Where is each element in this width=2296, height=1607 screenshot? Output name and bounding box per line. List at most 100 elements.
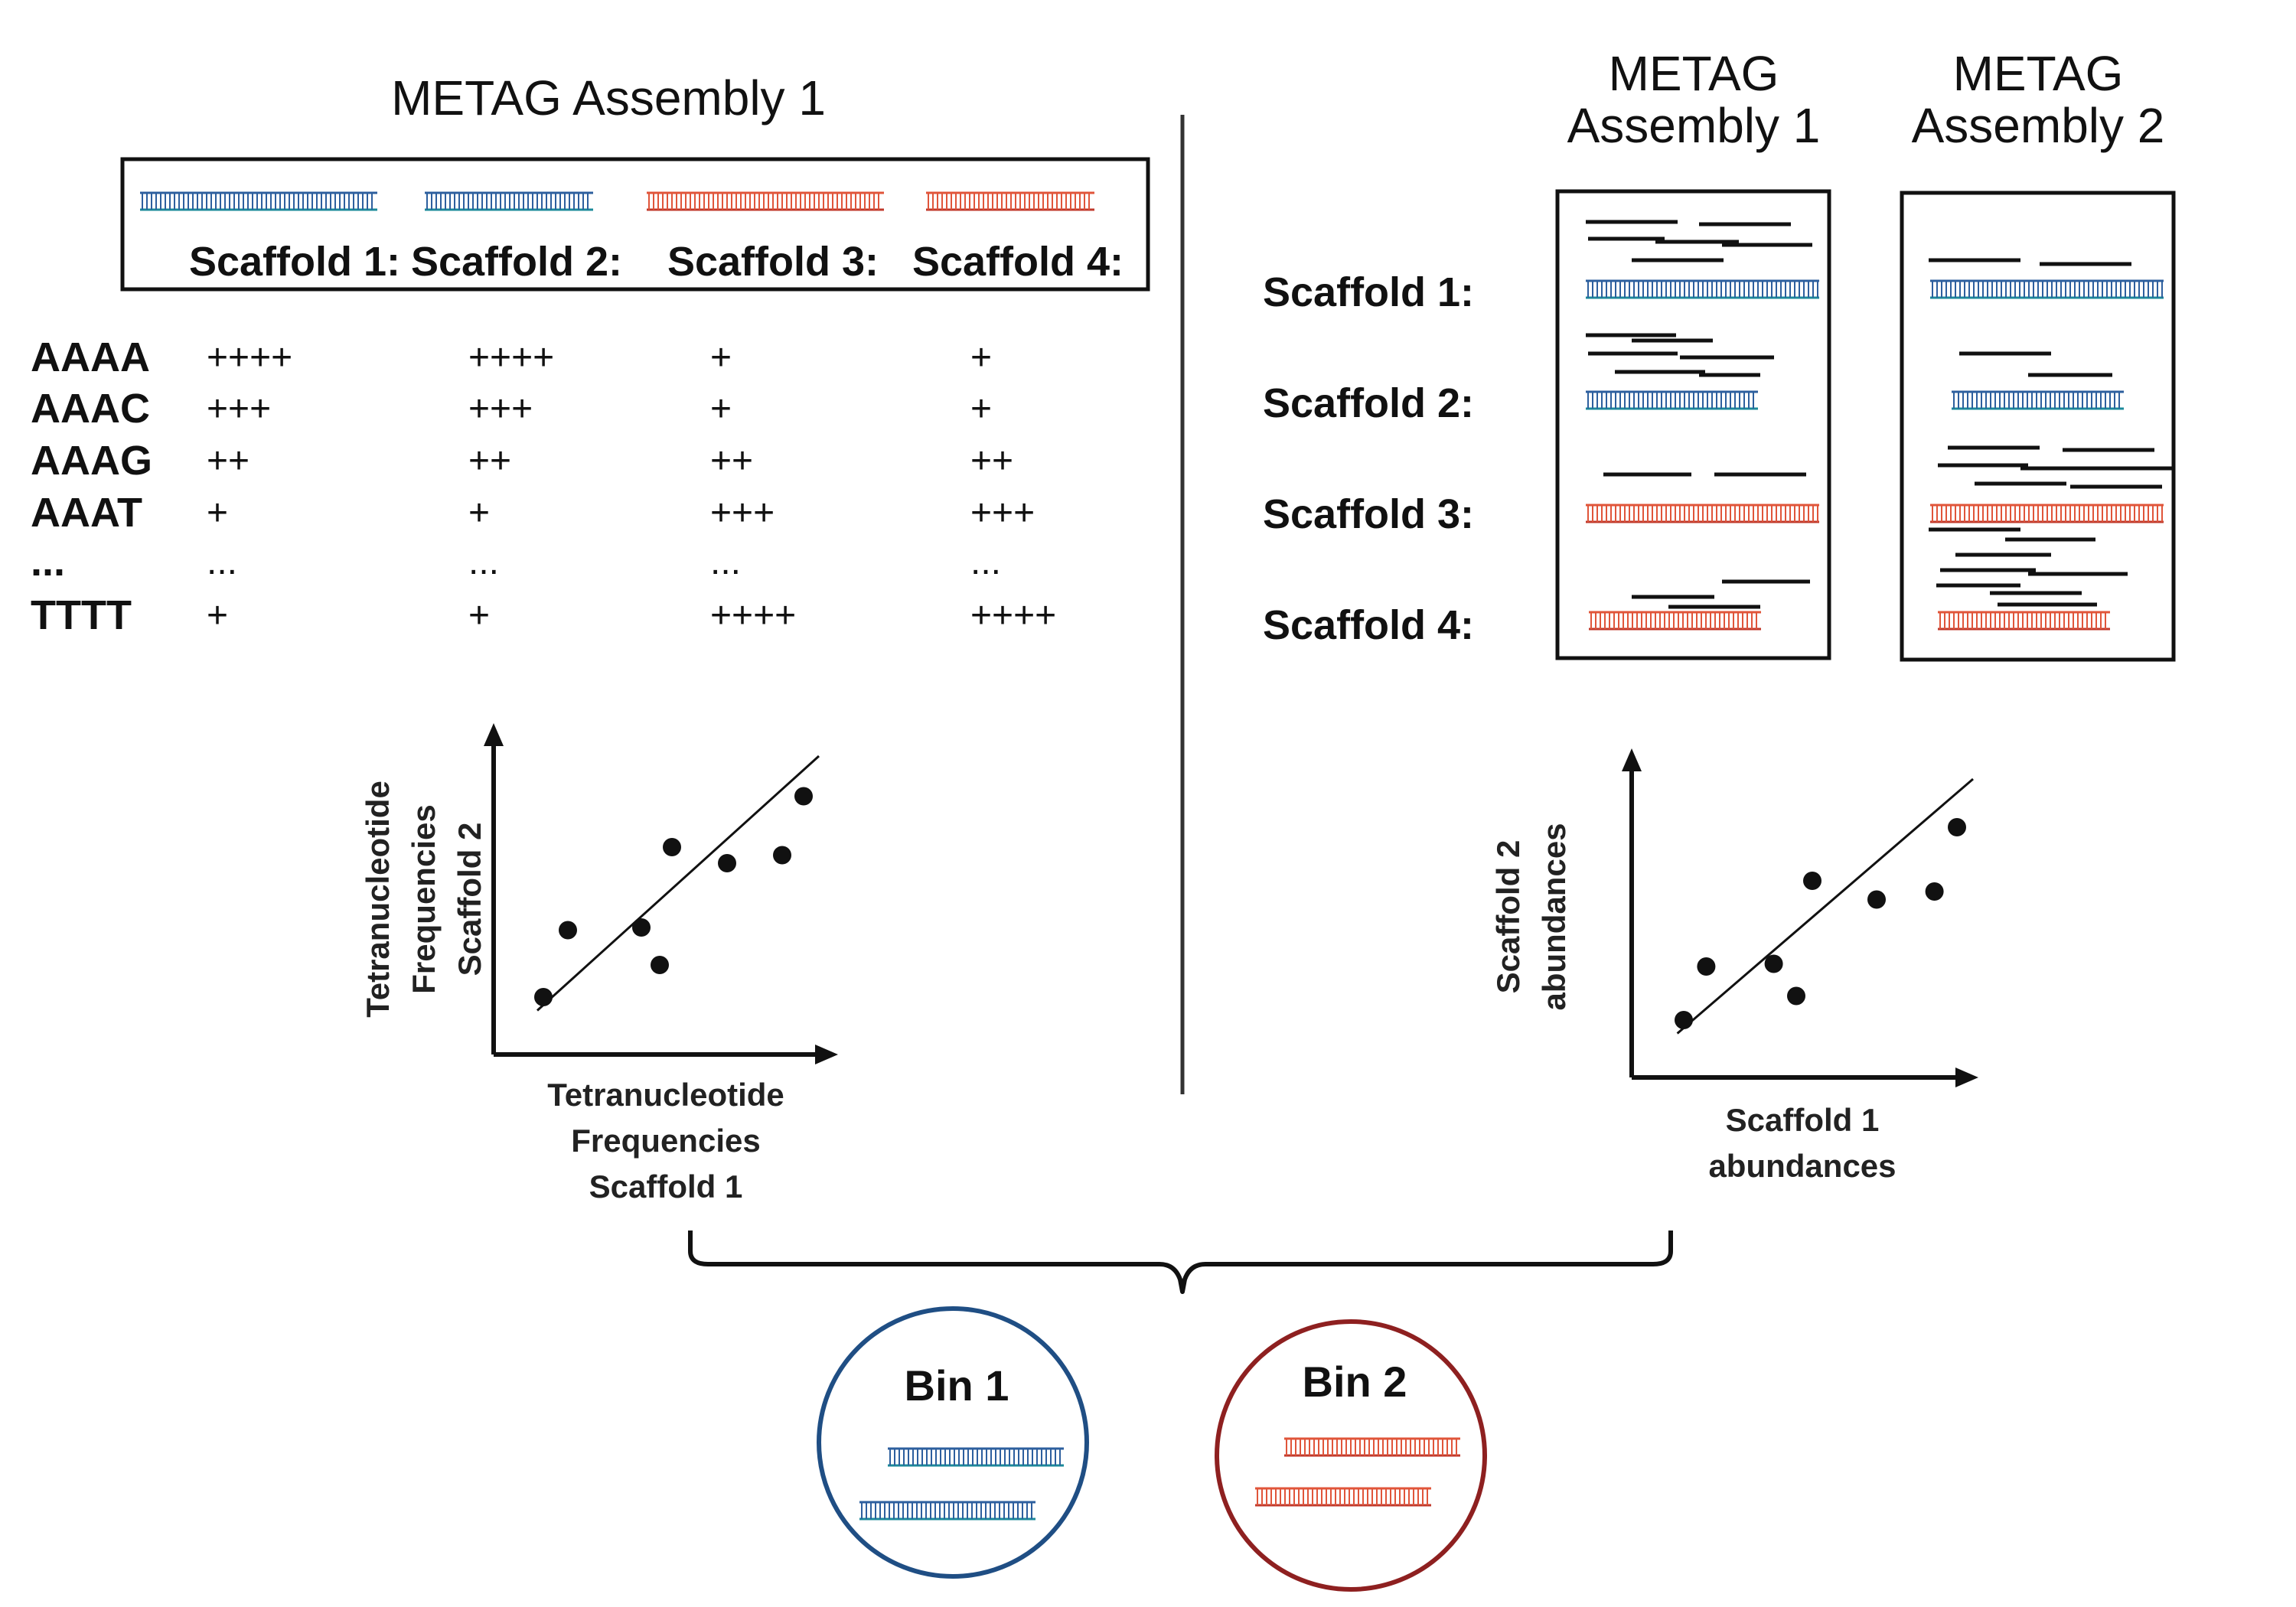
right-plot-xlabel-line-1: Scaffold 1	[1726, 1102, 1880, 1138]
right-scaffold-label-4: Scaffold 4:	[1263, 602, 1474, 648]
left-plot-y-arrow	[484, 723, 504, 746]
kmer-cell: +	[468, 595, 490, 636]
left-scaffold-2-strand-rungs	[426, 193, 589, 210]
mapped-reads	[1586, 220, 2174, 609]
a1-scaffold-2-strand-rungs	[1587, 392, 1754, 409]
right-plot-xlabel-line-2: abundances	[1708, 1148, 1896, 1184]
kmer-cell: ...	[468, 542, 499, 582]
scaffold-legend-box	[120, 157, 1150, 292]
bin-1-circle	[817, 1306, 1089, 1579]
right-plot-marks	[1675, 777, 1974, 1035]
left-plot-xlabel-line-1: Tetranucleotide	[547, 1077, 784, 1113]
merge-brace	[688, 1231, 1673, 1294]
kmer-cell: ...	[970, 542, 1001, 582]
left-plot-ylabel-line-3: Scaffold 2	[452, 823, 488, 976]
kmer-cell: ++	[468, 441, 511, 481]
right-plot-point	[1803, 872, 1821, 890]
bin-1-scaffold-a-strand	[888, 1447, 1064, 1467]
kmer-row-label: AAAG	[31, 438, 152, 484]
right-scaffold-strands	[1586, 279, 2164, 631]
a1-scaffold-4-strand	[1589, 611, 1761, 631]
kmer-cell: +	[970, 389, 992, 429]
bin-2-scaffold-b-strand	[1255, 1487, 1431, 1507]
left-plot-ylabel-line-1: Tetranucleotide	[360, 781, 396, 1018]
a2-scaffold-1-strand	[1930, 279, 2164, 299]
kmer-cell: +	[710, 337, 732, 378]
left-plot-point	[559, 921, 577, 940]
kmer-cell: +++	[710, 493, 775, 533]
left-plot-point	[651, 956, 669, 974]
left-scaffold-label-1: Scaffold 1:	[189, 239, 400, 285]
right-plot-point	[1948, 818, 1966, 836]
kmer-cell: ++++	[710, 595, 796, 636]
left-plot-trendline	[536, 755, 820, 1012]
left-plot-point	[794, 787, 813, 806]
kmer-cell: ++	[710, 441, 753, 481]
abundance-plot: Scaffold 1 abundances Scaffold 2 abundan…	[1490, 748, 1978, 1184]
kmer-cell: +	[468, 493, 490, 533]
a1-scaffold-1-strand-rungs	[1587, 281, 1818, 298]
left-plot-point	[773, 846, 791, 865]
a2-scaffold-2-strand	[1952, 390, 2124, 410]
right-plot-ylabel-line-2: abundances	[1536, 823, 1572, 1010]
left-plot-point	[632, 918, 651, 937]
right-assembly-2-title-line-2: Assembly 2	[1912, 98, 2165, 153]
left-scaffold-strands	[140, 191, 1094, 211]
a2-scaffold-1-strand-rungs	[1932, 281, 2163, 298]
a1-scaffold-3-strand-rungs	[1587, 505, 1818, 522]
right-plot-trendline	[1676, 777, 1974, 1035]
left-scaffold-4-strand-rungs	[928, 193, 1090, 210]
a2-scaffold-3-strand	[1930, 504, 2164, 523]
left-plot-xlabel-line-2: Frequencies	[571, 1123, 760, 1159]
left-plot-x-arrow	[815, 1045, 838, 1064]
kmer-cell: ++++	[468, 337, 554, 378]
left-plot-xlabel-line-3: Scaffold 1	[589, 1169, 743, 1204]
left-plot-point	[718, 854, 736, 872]
right-scaffold-label-3: Scaffold 3:	[1263, 491, 1474, 537]
tetranucleotide-plot: Tetranucleotide Frequencies Scaffold 1 T…	[360, 723, 838, 1204]
left-scaffold-label-4: Scaffold 4:	[912, 239, 1124, 285]
left-scaffold-4-strand	[926, 191, 1094, 211]
a1-scaffold-2-strand	[1586, 390, 1758, 410]
left-scaffold-label-2: Scaffold 2:	[411, 239, 622, 285]
left-plot-marks	[534, 755, 820, 1012]
right-plot-point	[1697, 957, 1716, 976]
kmer-row-label: ...	[31, 539, 65, 585]
right-plot-y-arrow	[1622, 748, 1642, 771]
bin-1-scaffold-b-strand-rungs	[861, 1502, 1032, 1519]
bin-2-scaffold-a-strand	[1284, 1437, 1460, 1457]
right-assembly-1-title-line-1: METAG	[1609, 46, 1779, 101]
kmer-cell: ...	[710, 542, 741, 582]
bin-1-label: Bin 1	[905, 1361, 1009, 1410]
a2-scaffold-2-strand-rungs	[1953, 392, 2120, 409]
left-scaffold-3-strand	[647, 191, 884, 211]
bin-2-label: Bin 2	[1303, 1358, 1407, 1406]
kmer-cell: +	[710, 389, 732, 429]
left-scaffold-1-strand	[140, 191, 377, 211]
kmer-cell: +	[207, 595, 228, 636]
assembly-1-reads-box	[1555, 189, 1831, 660]
kmer-cell: ++	[207, 441, 249, 481]
a2-scaffold-4-strand-rungs	[1939, 612, 2106, 629]
bin-2-circle	[1215, 1319, 1487, 1592]
right-assembly-1-title-line-2: Assembly 1	[1567, 98, 1821, 153]
bin-1-scaffold-b-strand	[859, 1501, 1035, 1521]
a2-scaffold-3-strand-rungs	[1932, 505, 2163, 522]
right-plot-x-arrow	[1955, 1068, 1978, 1087]
kmer-row-label: AAAA	[31, 334, 150, 380]
kmer-cell: +	[207, 493, 228, 533]
kmer-row-label: AAAT	[31, 490, 142, 536]
kmer-cell: ++++	[970, 595, 1056, 636]
kmer-cell: ...	[207, 542, 237, 582]
bin-1-scaffold-a-strand-rungs	[889, 1449, 1061, 1465]
bin-scaffold-strands	[859, 1437, 1460, 1521]
left-scaffold-label-3: Scaffold 3:	[667, 239, 879, 285]
kmer-cell: +++	[970, 493, 1035, 533]
a1-scaffold-3-strand	[1586, 504, 1819, 523]
bin-2-scaffold-a-strand-rungs	[1286, 1439, 1457, 1455]
kmer-cell: ++++	[207, 337, 292, 378]
a1-scaffold-4-strand-rungs	[1590, 612, 1757, 629]
right-plot-point	[1867, 890, 1886, 909]
